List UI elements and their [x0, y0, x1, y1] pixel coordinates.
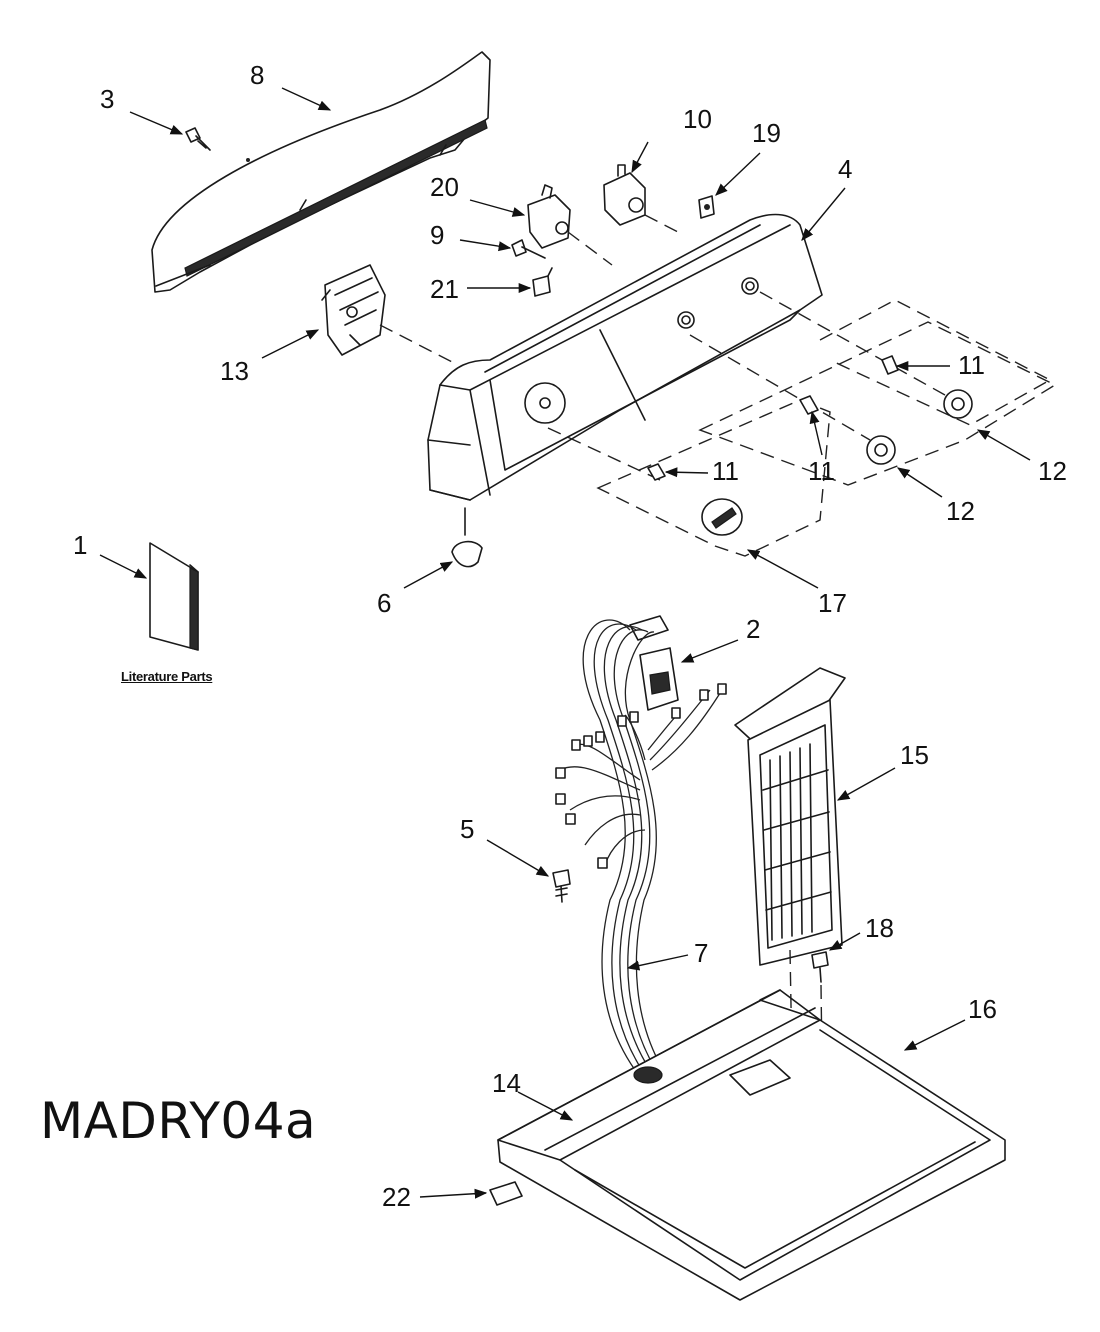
callout-22: 22 [382, 1182, 411, 1212]
screw-part-9 [511, 239, 546, 259]
callout-20: 20 [430, 172, 459, 202]
callout-11-top: 11 [958, 350, 985, 380]
console-part-4 [427, 213, 823, 501]
leader-lines [99, 87, 1031, 1199]
callout-9: 9 [430, 220, 445, 250]
control-board-part-2 [629, 615, 679, 711]
diagram-code: MADRY04a [40, 1092, 317, 1150]
callout-14: 14 [492, 1068, 521, 1098]
switch-part-19 [698, 195, 715, 219]
literature-part-1 [149, 542, 199, 651]
callout-4: 4 [838, 154, 853, 184]
top-panel-part-14-16 [497, 989, 1006, 1301]
callout-16: 16 [968, 994, 997, 1024]
callout-5: 5 [460, 814, 475, 844]
knob-part-21 [532, 267, 553, 297]
screw-part-5 [552, 869, 571, 903]
knob-part-17 [701, 498, 743, 536]
callout-12-left: 12 [946, 496, 975, 526]
callout-11-middle: 11 [808, 456, 835, 486]
callout-12-right: 12 [1038, 456, 1067, 486]
callout-8: 8 [250, 60, 265, 90]
literature-parts-caption: Literature Parts [121, 669, 213, 684]
callout-21: 21 [430, 274, 459, 304]
timer-part-13 [321, 264, 386, 356]
callout-18: 18 [865, 913, 894, 943]
callout-19: 19 [752, 118, 781, 148]
callout-3: 3 [100, 84, 115, 114]
screw-part-3 [185, 127, 211, 151]
callout-7: 7 [694, 938, 709, 968]
knob-part-12 [866, 389, 973, 465]
callout-2: 2 [746, 614, 761, 644]
callout-10: 10 [683, 104, 712, 134]
wire-harness-part-7 [555, 619, 727, 1071]
callout-11-left: 11 [712, 456, 739, 486]
screw-part-18 [811, 951, 829, 1061]
callout-13: 13 [220, 356, 249, 386]
clip-part-6 [451, 507, 483, 568]
switch-part-10 [603, 164, 646, 226]
callout-6: 6 [377, 588, 392, 618]
callout-1: 1 [73, 530, 88, 560]
lint-filter-part-15 [734, 667, 846, 1061]
callout-17: 17 [818, 588, 847, 618]
callout-15: 15 [900, 740, 929, 770]
back-panel-part-8 [151, 51, 491, 293]
pad-part-22 [489, 1181, 523, 1206]
switch-part-20 [527, 184, 571, 249]
